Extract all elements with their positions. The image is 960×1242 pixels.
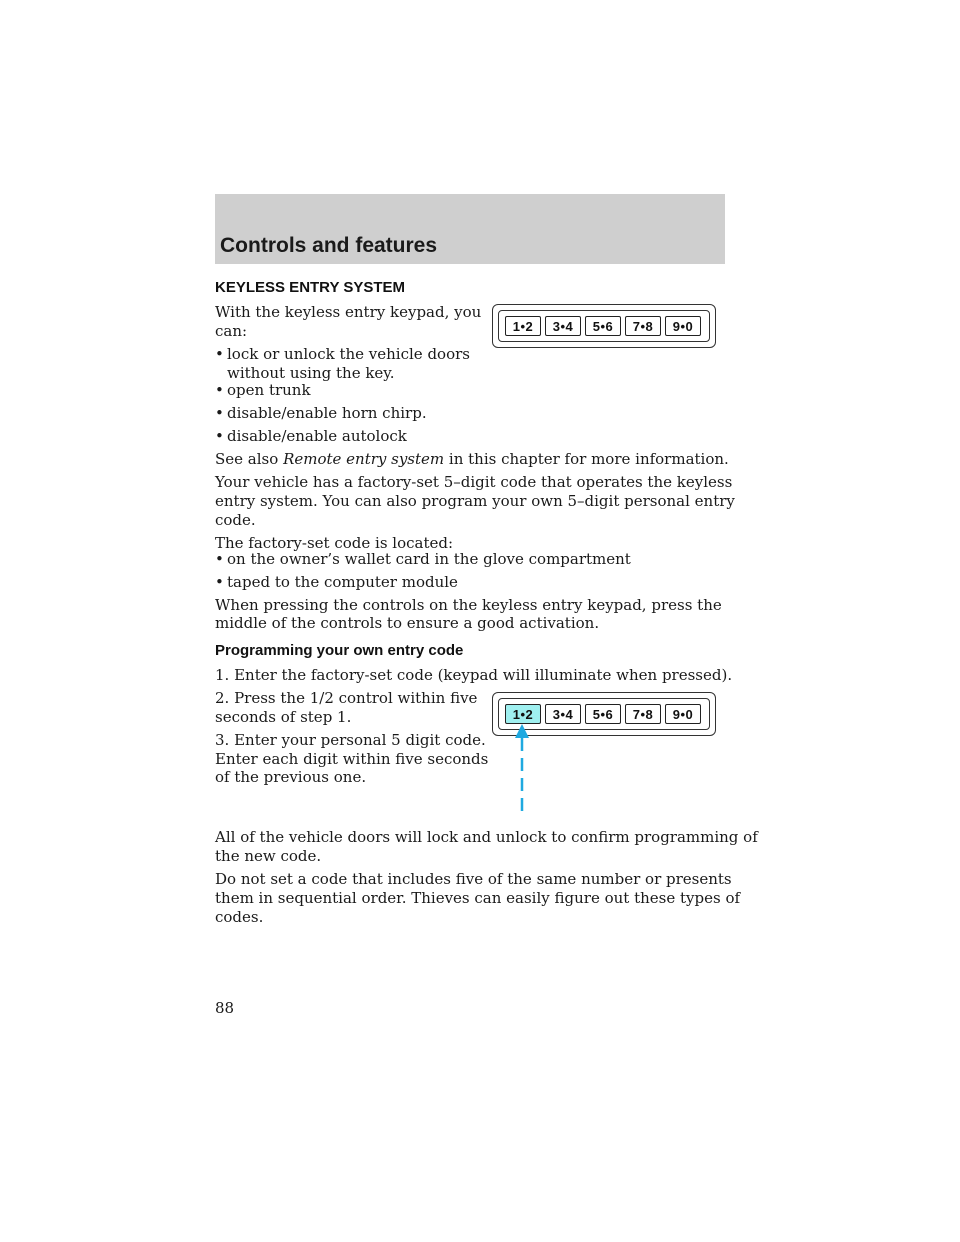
keypad-key-7-8: 7•8 <box>625 316 661 336</box>
step-2-line-2: seconds of step 1. <box>215 708 352 726</box>
bullet-text: on the owner’s wallet card in the glove … <box>227 550 631 568</box>
confirm-paragraph-line-1: All of the vehicle doors will lock and u… <box>215 828 758 846</box>
keypad-key-1-2-highlighted: 1•2 <box>505 704 541 724</box>
bullet-item-computer-module: • taped to the computer module <box>215 573 458 592</box>
see-also-text: See also Remote entry system in this cha… <box>215 450 729 469</box>
pressing-tip-line-2: middle of the controls to ensure a good … <box>215 614 600 632</box>
warning-paragraph-line-3: codes. <box>215 908 264 926</box>
keypad-illustration: 1•2 3•4 5•6 7•8 9•0 <box>492 304 716 348</box>
pressing-tip-line-1: When pressing the controls on the keyles… <box>215 596 722 614</box>
header-band <box>215 194 725 264</box>
step-1: 1. Enter the factory-set code (keypad wi… <box>215 666 733 684</box>
keypad-inner-frame: 1•2 3•4 5•6 7•8 9•0 <box>498 698 710 730</box>
bullet-item-lock-unlock-cont: without using the key. <box>227 364 395 382</box>
keypad-key-9-0: 9•0 <box>665 704 701 724</box>
step-3-line-1: 3. Enter your personal 5 digit code. <box>215 731 486 749</box>
keypad-key-5-6: 5•6 <box>585 704 621 724</box>
keypad-key-5-6: 5•6 <box>585 316 621 336</box>
bullet-icon: • <box>215 573 224 591</box>
code-location-intro: The factory-set code is located: <box>215 534 454 552</box>
see-also-suffix: in this chapter for more information. <box>448 450 729 468</box>
step-2-line-1: 2. Press the 1/2 control within five <box>215 689 478 707</box>
warning-paragraph-line-1: Do not set a code that includes five of … <box>215 870 732 888</box>
keypad-key-3-4: 3•4 <box>545 704 581 724</box>
intro-text-line-2: can: <box>215 322 248 340</box>
bullet-icon: • <box>215 404 224 422</box>
see-also-reference: Remote entry system <box>283 450 445 468</box>
keypad-inner-frame: 1•2 3•4 5•6 7•8 9•0 <box>498 310 710 342</box>
bullet-item-lock-unlock: • lock or unlock the vehicle doors <box>215 345 470 364</box>
keypad-key-7-8: 7•8 <box>625 704 661 724</box>
bullet-icon: • <box>215 550 224 568</box>
bullet-icon: • <box>215 345 224 363</box>
section-heading-programming: Programming your own entry code <box>215 642 464 659</box>
keypad-key-1-2: 1•2 <box>505 316 541 336</box>
page-number: 88 <box>215 999 235 1017</box>
arrow-up-icon <box>515 724 529 816</box>
bullet-text: taped to the computer module <box>227 573 458 591</box>
page-header-title: Controls and features <box>220 234 438 257</box>
keypad-key-9-0: 9•0 <box>665 316 701 336</box>
bullet-text: open trunk <box>227 381 311 399</box>
intro-text-line-1: With the keyless entry keypad, you <box>215 303 482 321</box>
bullet-item-autolock: • disable/enable autolock <box>215 427 407 446</box>
confirm-paragraph-line-2: the new code. <box>215 847 322 865</box>
keypad-illustration-highlighted: 1•2 3•4 5•6 7•8 9•0 <box>492 692 716 736</box>
bullet-text: lock or unlock the vehicle doors <box>227 345 470 363</box>
bullet-text: disable/enable autolock <box>227 427 407 445</box>
bullet-icon: • <box>215 381 224 399</box>
step-3-line-2: Enter each digit within five seconds <box>215 750 489 768</box>
section-heading-keyless-entry: KEYLESS ENTRY SYSTEM <box>215 279 406 296</box>
bullet-text: disable/enable horn chirp. <box>227 404 427 422</box>
keypad-key-3-4: 3•4 <box>545 316 581 336</box>
factory-code-paragraph-line-3: code. <box>215 511 256 529</box>
bullet-item-horn-chirp: • disable/enable horn chirp. <box>215 404 427 423</box>
bullet-item-wallet-card: • on the owner’s wallet card in the glov… <box>215 550 631 569</box>
warning-paragraph-line-2: them in sequential order. Thieves can ea… <box>215 889 741 907</box>
bullet-icon: • <box>215 427 224 445</box>
factory-code-paragraph-line-2: entry system. You can also program your … <box>215 492 735 510</box>
bullet-item-open-trunk: • open trunk <box>215 381 311 400</box>
see-also-prefix: See also <box>215 450 279 468</box>
factory-code-paragraph-line-1: Your vehicle has a factory-set 5–digit c… <box>215 473 733 491</box>
step-3-line-3: of the previous one. <box>215 768 367 786</box>
